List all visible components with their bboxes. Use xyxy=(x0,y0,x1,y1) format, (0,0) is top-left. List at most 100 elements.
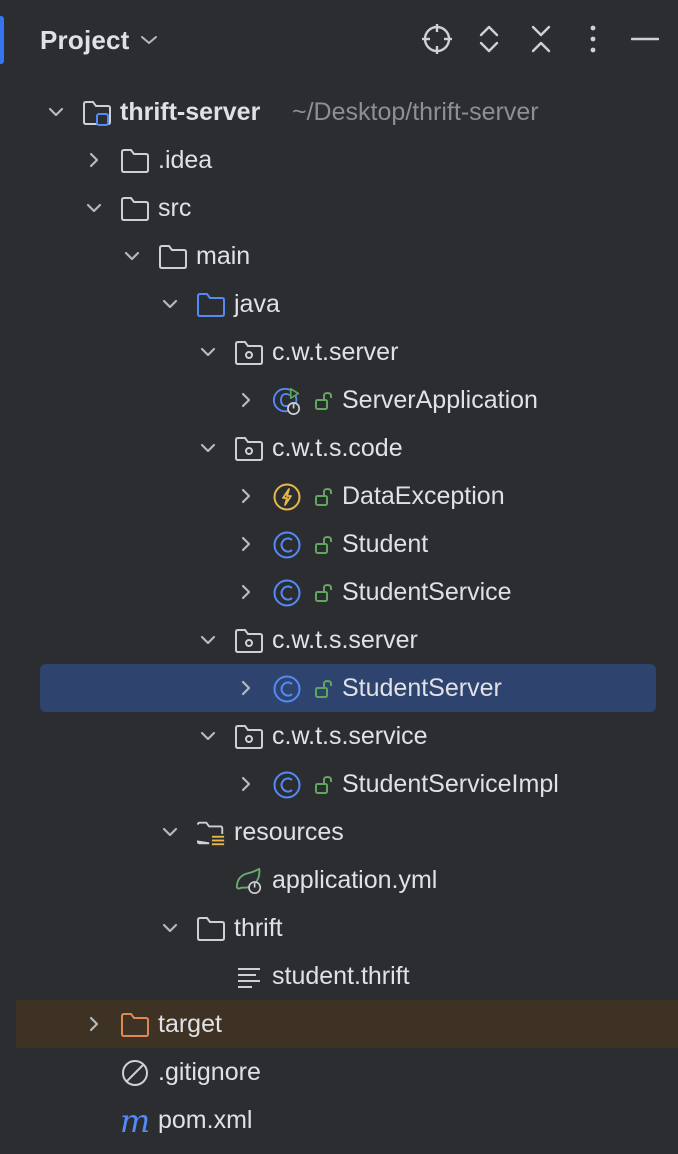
chevron-right-icon[interactable] xyxy=(234,532,258,556)
resources-folder-icon xyxy=(196,818,226,848)
tree-node-label: src xyxy=(158,194,192,222)
folder-icon xyxy=(196,914,226,944)
tree-node-label: pom.xml xyxy=(158,1106,253,1134)
chevron-right-icon[interactable] xyxy=(234,580,258,604)
tree-node-package-s-server[interactable]: c.w.t.s.server xyxy=(16,616,678,664)
source-folder-icon xyxy=(196,290,226,320)
chevron-down-icon[interactable] xyxy=(44,100,68,124)
class-icon xyxy=(272,530,302,560)
tool-window-strip xyxy=(0,0,16,1154)
minimize-icon[interactable] xyxy=(626,18,664,60)
folder-icon xyxy=(120,194,150,224)
more-vertical-icon[interactable] xyxy=(574,18,612,60)
project-panel-header: Project xyxy=(16,0,678,78)
panel-toolbar xyxy=(418,18,664,60)
chevron-right-icon[interactable] xyxy=(82,1012,106,1036)
tree-node-label: StudentService xyxy=(342,578,512,606)
expand-all-icon[interactable] xyxy=(470,18,508,60)
tree-node-label: c.w.t.s.code xyxy=(272,434,403,462)
public-lock-icon xyxy=(314,534,334,556)
chevron-right-icon[interactable] xyxy=(234,772,258,796)
tree-node-package-server[interactable]: c.w.t.server xyxy=(16,328,678,376)
chevron-down-icon[interactable] xyxy=(120,244,144,268)
tree-node-student-service-impl[interactable]: StudentServiceImpl xyxy=(16,760,678,808)
chevron-right-icon[interactable] xyxy=(82,148,106,172)
project-path: ~/Desktop/thrift-server xyxy=(292,98,539,126)
tree-node-label: c.w.t.s.server xyxy=(272,626,418,654)
package-icon xyxy=(234,626,264,656)
tree-node-student[interactable]: Student xyxy=(16,520,678,568)
tree-node-label: target xyxy=(158,1010,222,1038)
maven-icon: m xyxy=(119,1102,151,1140)
public-lock-icon xyxy=(314,774,334,796)
class-icon xyxy=(272,674,302,704)
public-lock-icon xyxy=(314,390,334,412)
tree-node-label: DataException xyxy=(342,482,505,510)
tree-node-root[interactable]: thrift-server ~/Desktop/thrift-server xyxy=(16,88,678,136)
tree-node-target[interactable]: target xyxy=(16,1000,678,1048)
text-file-icon xyxy=(234,962,264,992)
chevron-down-icon[interactable] xyxy=(196,628,220,652)
project-tool-indicator[interactable] xyxy=(0,16,4,64)
tree-node-label: c.w.t.s.service xyxy=(272,722,428,750)
chevron-right-icon[interactable] xyxy=(234,388,258,412)
tree-node-idea[interactable]: .idea xyxy=(16,136,678,184)
collapse-all-icon[interactable] xyxy=(522,18,560,60)
ignored-file-icon xyxy=(120,1058,150,1088)
class-icon xyxy=(272,770,302,800)
tree-node-student-thrift[interactable]: student.thrift xyxy=(16,952,678,1000)
tree-node-label: main xyxy=(196,242,251,270)
folder-icon xyxy=(158,242,188,272)
tree-node-package-code[interactable]: c.w.t.s.code xyxy=(16,424,678,472)
chevron-down-icon[interactable] xyxy=(82,196,106,220)
spring-boot-class-icon xyxy=(272,386,302,416)
tree-node-resources[interactable]: resources xyxy=(16,808,678,856)
tree-node-gitignore[interactable]: .gitignore xyxy=(16,1048,678,1096)
tree-node-label: student.thrift xyxy=(272,962,410,990)
tree-node-label: StudentServer xyxy=(342,674,502,702)
tree-node-student-service[interactable]: StudentService xyxy=(16,568,678,616)
view-selector[interactable]: Project xyxy=(40,22,158,58)
panel-title: Project xyxy=(40,24,130,55)
exception-class-icon xyxy=(272,482,302,512)
chevron-down-icon[interactable] xyxy=(158,916,182,940)
chevron-down-icon[interactable] xyxy=(158,820,182,844)
public-lock-icon xyxy=(314,486,334,508)
project-tree: thrift-server ~/Desktop/thrift-server .i… xyxy=(16,88,678,1144)
tree-node-thrift[interactable]: thrift xyxy=(16,904,678,952)
tree-node-student-server[interactable]: StudentServer xyxy=(16,664,678,712)
tree-node-label: Student xyxy=(342,530,429,558)
tree-node-server-application[interactable]: ServerApplication xyxy=(16,376,678,424)
tree-node-java[interactable]: java xyxy=(16,280,678,328)
tree-node-label: application.yml xyxy=(272,866,438,894)
tree-node-label: resources xyxy=(234,818,344,846)
chevron-down-icon[interactable] xyxy=(158,292,182,316)
tree-node-main[interactable]: main xyxy=(16,232,678,280)
tree-node-label: thrift xyxy=(234,914,283,942)
chevron-down-icon[interactable] xyxy=(196,340,220,364)
public-lock-icon xyxy=(314,678,334,700)
spring-config-icon xyxy=(234,866,264,896)
tree-node-label: thrift-server xyxy=(120,98,261,126)
chevron-down-icon xyxy=(140,34,158,46)
chevron-down-icon[interactable] xyxy=(196,724,220,748)
tree-node-pom[interactable]: m pom.xml xyxy=(16,1096,678,1144)
chevron-right-icon[interactable] xyxy=(234,484,258,508)
tree-node-label: .gitignore xyxy=(158,1058,261,1086)
folder-icon xyxy=(120,146,150,176)
excluded-folder-icon xyxy=(120,1010,150,1040)
tree-node-label: StudentServiceImpl xyxy=(342,770,559,798)
tree-node-src[interactable]: src xyxy=(16,184,678,232)
chevron-right-icon[interactable] xyxy=(234,676,258,700)
package-icon xyxy=(234,722,264,752)
locate-icon[interactable] xyxy=(418,18,456,60)
tree-node-label: java xyxy=(234,290,280,318)
tree-node-package-service[interactable]: c.w.t.s.service xyxy=(16,712,678,760)
tree-node-application-yml[interactable]: application.yml xyxy=(16,856,678,904)
tree-node-data-exception[interactable]: DataException xyxy=(16,472,678,520)
chevron-down-icon[interactable] xyxy=(196,436,220,460)
module-folder-icon xyxy=(82,98,112,128)
public-lock-icon xyxy=(314,582,334,604)
class-icon xyxy=(272,578,302,608)
tree-node-label: ServerApplication xyxy=(342,386,538,414)
